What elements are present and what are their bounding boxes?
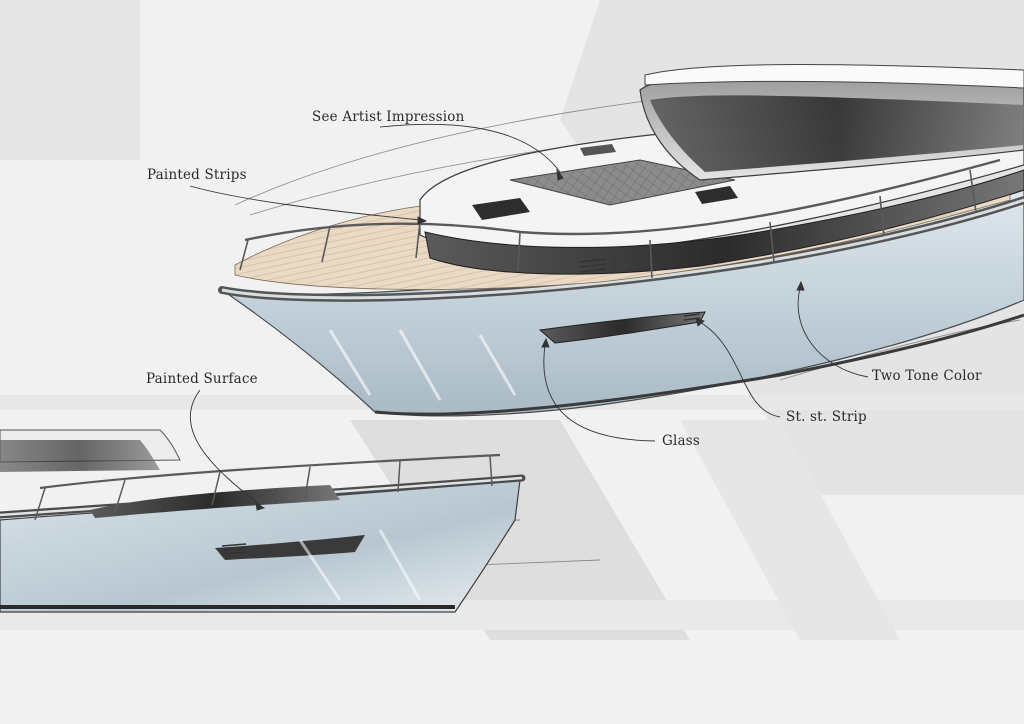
callout-st-st-strip: St. st. Strip [786, 409, 867, 425]
callout-painted-surface: Painted Surface [146, 371, 258, 387]
callout-painted-strips: Painted Strips [147, 167, 247, 183]
main-yacht [218, 64, 1024, 417]
callout-glass: Glass [662, 433, 701, 449]
side-view-yacht [0, 429, 526, 613]
callout-two-tone-color: Two Tone Color [872, 368, 982, 384]
callout-see-artist-impression: See Artist Impression [312, 109, 465, 125]
leader-lines [189, 123, 869, 511]
